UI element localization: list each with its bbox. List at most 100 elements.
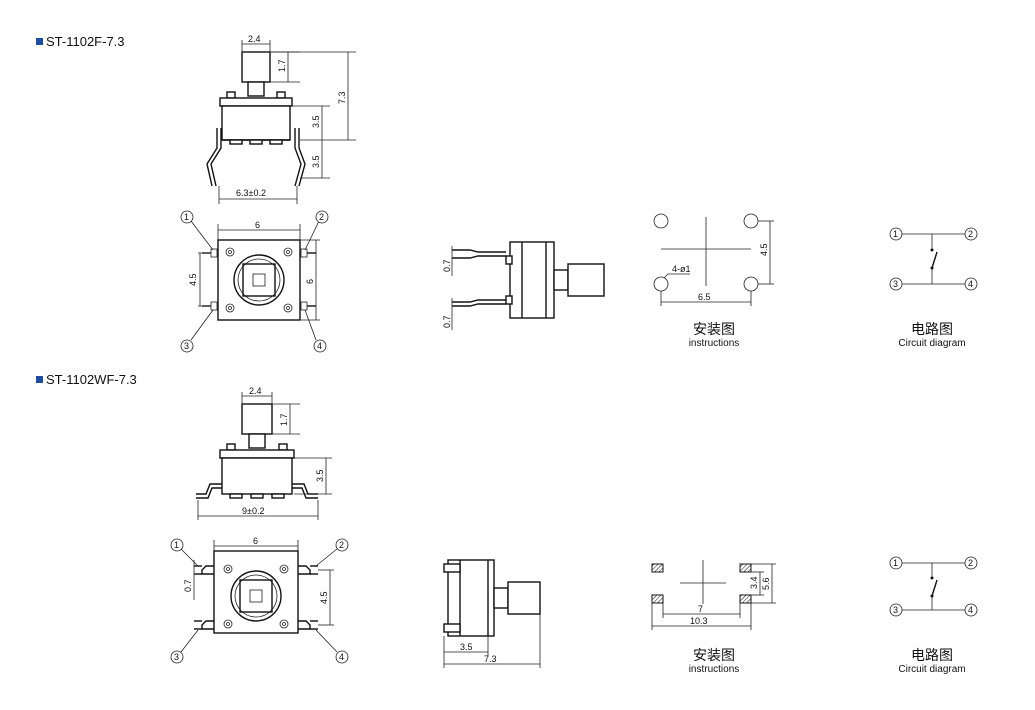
model2-side-tab: [443, 623, 461, 633]
model1-circuit-pin-label-2: 2: [968, 229, 973, 239]
model2-pad-2: [739, 563, 752, 573]
model1-corner-hole: [283, 303, 293, 313]
model2-gullwing-lead: [292, 483, 318, 495]
model1-dim-total-height: 7.3: [337, 91, 347, 104]
model1-circuit-pin-1: [889, 227, 903, 241]
model1-pin-label-1: 1: [184, 212, 189, 222]
model2-dim-side-base: 3.5: [460, 642, 473, 652]
model2-switch-lever: [931, 579, 938, 597]
model1-foot-2: [249, 139, 263, 145]
model1-pin-marker-2: [315, 210, 329, 224]
model1-pin-leader: [304, 309, 317, 341]
circuit-caption-2-en: Circuit diagram: [898, 664, 966, 675]
model1-actuator-center: [252, 273, 266, 287]
model2-gullwing-lead: [196, 483, 222, 495]
model1-dim-actuator-width: 2.4: [248, 34, 261, 44]
model2-foot: [229, 493, 243, 499]
model1-switch-contact: [930, 266, 934, 270]
model1-pin-leader: [190, 220, 214, 251]
model1-pin-label-4: 4: [317, 341, 322, 351]
model1-switch-lever: [931, 251, 938, 269]
model1-cover-plate: [219, 97, 293, 107]
model1-corner-hole: [286, 306, 290, 310]
model2-corner-hole: [223, 619, 233, 629]
model1-pin-left-b: [210, 128, 222, 187]
model2-circuit-diagram: 1 2 3 4: [889, 556, 978, 617]
model2-pad-1: [651, 563, 664, 573]
circuit-caption-2: 电路图 Circuit diagram: [878, 648, 986, 676]
model2-pin-marker-1: [170, 538, 184, 552]
model1-corner-hole: [225, 247, 235, 257]
model2-top-lead: [298, 620, 311, 630]
model2-top-lead: [201, 565, 214, 575]
model2-foot: [271, 493, 285, 499]
model2-circuit-pin-1: [889, 556, 903, 570]
model1-pin-left-a: [206, 128, 218, 187]
model2-top-lead: [298, 565, 311, 575]
model1-foot-1: [229, 139, 243, 145]
model2-actuator-ring-inner: [234, 574, 278, 618]
model1-circuit-pin-label-4: 4: [968, 279, 973, 289]
model1-top-body: [217, 239, 301, 321]
model2-side-tab: [443, 563, 461, 573]
model1-pin-leader: [190, 309, 214, 341]
model1-pin-label-3: 3: [184, 341, 189, 351]
model1-side-actuator: [567, 263, 605, 297]
model-title-2-text: ST-1102WF-7.3: [46, 372, 137, 387]
model1-actuator-ring: [233, 254, 285, 306]
model1-front-view: 2.4 1.7 7.3 3.5 3.5 6.3±0.2: [206, 34, 356, 204]
model1-corner-hole: [228, 306, 232, 310]
model1-side-pin-line: [452, 249, 506, 253]
model1-pin-leader: [304, 220, 320, 251]
model2-circuit-pin-4: [964, 603, 978, 617]
model1-pin-right-a: [294, 128, 302, 187]
model1-pin-marker-4: [313, 339, 327, 353]
model2-pin-label-2: 2: [339, 540, 344, 550]
model1-hole-4: [743, 276, 759, 292]
model2-dim-top-width: 6: [253, 536, 258, 546]
model1-actuator-ring-inner: [237, 258, 281, 302]
model-title-1: ST-1102F-7.3: [36, 34, 125, 49]
model2-circuit-pin-label-4: 4: [968, 605, 973, 615]
model2-circuit-pin-label-1: 1: [893, 558, 898, 568]
model2-body: [221, 457, 293, 495]
model1-circuit-pin-label-1: 1: [893, 229, 898, 239]
model2-corner-hole: [282, 622, 286, 626]
model1-corner-hole: [225, 303, 235, 313]
model1-pin-right-b: [298, 128, 306, 187]
model1-dim-actuator-height: 1.7: [277, 59, 287, 72]
model2-install-diagram: 3.4 5.6 7 10.3: [651, 560, 776, 630]
model2-corner-hole: [226, 622, 230, 626]
model1-hole-spec: 4-ø1: [672, 264, 691, 274]
model-title-1-text: ST-1102F-7.3: [46, 34, 125, 49]
model2-side-stem: [493, 587, 509, 609]
model2-dim-pin-offset: 0.7: [183, 579, 193, 592]
model2-corner-hole: [279, 564, 289, 574]
model2-switch-contact: [930, 594, 934, 598]
model2-circuit-pin-label-3: 3: [893, 605, 898, 615]
circuit-caption-1-en: Circuit diagram: [898, 338, 966, 349]
model1-circuit-pin-4: [964, 277, 978, 291]
model2-corner-hole: [223, 564, 233, 574]
model2-pin-leader: [315, 548, 338, 567]
model1-pin-marker-3: [180, 339, 194, 353]
model2-pad-4: [739, 594, 752, 604]
bullet-square-icon: [36, 38, 43, 45]
model1-dim-pin-span: 6.3±0.2: [236, 188, 266, 198]
install-caption-2-cn: 安装图: [693, 648, 735, 664]
model2-pad-3: [651, 594, 664, 604]
model1-pin-pad: [300, 248, 308, 258]
model1-circuit-pin-label-3: 3: [893, 279, 898, 289]
model1-foot-3: [269, 139, 283, 145]
model1-circuit-pin-3: [889, 277, 903, 291]
install-caption-1-en: instructions: [688, 338, 740, 349]
model1-dim-side-pin-1: 0.7: [442, 259, 452, 272]
model2-dim-pad-outer-w: 10.3: [690, 616, 708, 626]
model2-circuit-pin-3: [889, 603, 903, 617]
model2-actuator-ring: [230, 570, 282, 622]
model1-dim-hole-vertical: 4.5: [759, 243, 769, 256]
model1-side-stem: [553, 269, 569, 291]
model1-hole-2: [743, 213, 759, 229]
model1-side-pin-line: [452, 255, 506, 259]
model2-nub: [226, 443, 236, 451]
